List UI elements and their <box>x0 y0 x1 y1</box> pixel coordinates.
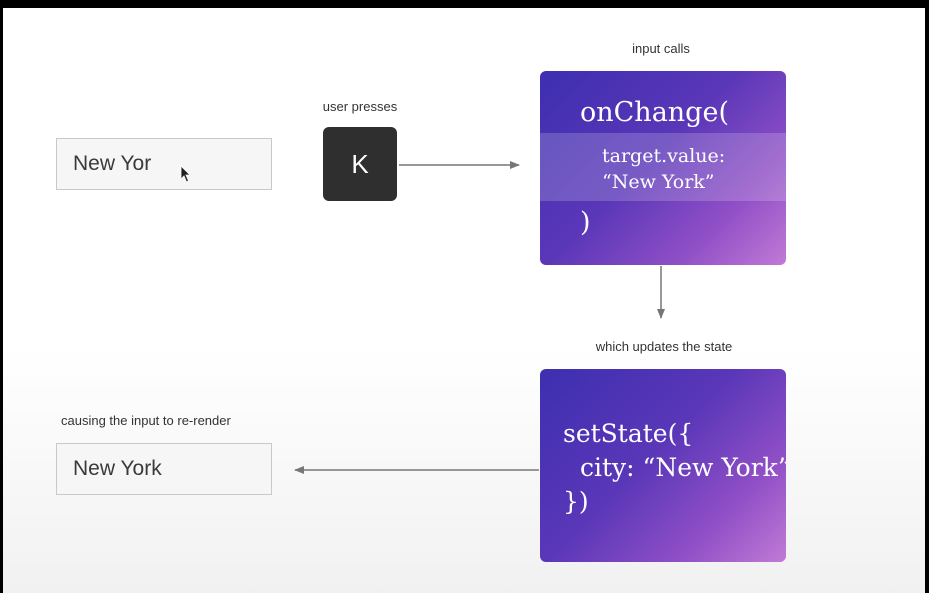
key-label: K <box>351 149 369 179</box>
caption-input-calls: input calls <box>632 41 690 56</box>
mouse-cursor-icon <box>180 165 191 183</box>
onchange-line-1: onChange( <box>580 97 729 128</box>
onchange-code-box: onChange( target.value: “New York” ) <box>540 71 786 265</box>
setstate-line-1: setState({ <box>563 419 694 448</box>
input-after[interactable]: New York <box>56 443 272 495</box>
onchange-line-4: ) <box>580 207 591 238</box>
caption-causing-rerender: causing the input to re-render <box>61 413 231 428</box>
input-before[interactable]: New Yor <box>56 138 272 190</box>
input-after-value: New York <box>73 457 162 480</box>
caption-user-presses: user presses <box>322 99 398 114</box>
highlight-band <box>540 133 786 201</box>
setstate-code-box: setState({ city: “New York” }) <box>540 369 786 562</box>
keyboard-key: K <box>323 127 397 201</box>
onchange-line-2: target.value: <box>602 145 726 167</box>
caption-which-updates: which updates the state <box>595 339 733 354</box>
setstate-line-3: }) <box>563 487 589 516</box>
setstate-line-2: city: “New York” <box>580 453 786 482</box>
onchange-line-3: “New York” <box>602 171 715 193</box>
input-before-value: New Yor <box>73 152 152 175</box>
flow-arrows <box>294 161 665 474</box>
diagram-slide: New Yor user presses K input calls onCha… <box>3 8 925 593</box>
